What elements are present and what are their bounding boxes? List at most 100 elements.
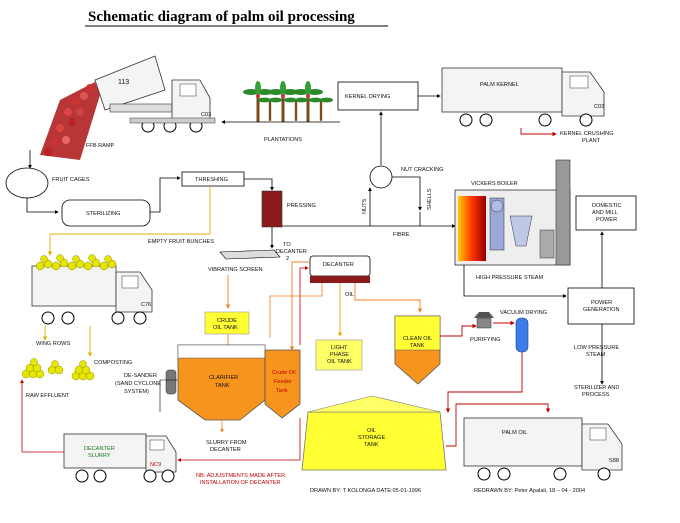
arrow-sterilizing-to-threshing <box>150 176 181 213</box>
label-kernel-crushing-1: KERNEL CRUSHING <box>560 131 614 137</box>
arrow-storage-to-palm-oil-truck <box>446 403 551 447</box>
label-desander-3: SYSTEM) <box>124 389 149 395</box>
clarifier-tank <box>177 344 266 421</box>
sterilizing-vessel <box>61 199 151 227</box>
label-vickers-boiler: VICKERS BOILER <box>471 181 518 187</box>
purifier-unit <box>474 312 494 329</box>
truck-number-s88: S88 <box>609 458 619 464</box>
label-sterilizer-process-1: STERILIZER AND <box>574 385 619 391</box>
label-desander-1: DE-SANDER <box>124 373 157 379</box>
label-nut-cracking: NUT CRACKING <box>401 167 443 173</box>
label-fibre: FIBRE <box>393 232 410 238</box>
oil-storage-roof <box>307 395 441 413</box>
truck-number-c03-left: C03 <box>201 112 211 118</box>
decanter-base <box>310 276 370 283</box>
arrow-kernel-to-crushing <box>520 128 557 137</box>
vibrating-screen <box>219 249 281 260</box>
label-light-phase-3: OIL TANK <box>327 359 352 365</box>
palm-kernel-truck: C03 <box>441 67 605 127</box>
label-purifying: PURIFYING <box>470 337 500 343</box>
label-low-pressure-2: STEAM <box>586 352 606 358</box>
palm-oil-truck: S88 <box>463 417 623 481</box>
light-phase-oil-tank <box>315 339 363 371</box>
label-wing-rows: WING ROWS <box>36 341 70 347</box>
arrow-feeder-to-decanter <box>299 266 309 345</box>
label-plantations: PLANTATIONS <box>264 137 302 143</box>
arrow-oil-to-clean-tank <box>354 283 423 313</box>
domestic-mill-power-box <box>575 195 637 231</box>
label-palm-kernel: PALM KERNEL <box>480 82 519 88</box>
fruit-cage-shape <box>5 167 49 199</box>
label-vibrating-screen: VIBRATING SCREEN <box>208 267 263 273</box>
label-pressing: PRESSING <box>287 203 316 209</box>
label-crude-feeder-2: Feeder <box>274 379 292 385</box>
line-clarifier-to-desander <box>159 379 178 412</box>
arrow-threshing-to-efb <box>47 186 211 256</box>
label-power-gen-2: GENERATION <box>583 307 620 313</box>
composting-piles <box>71 360 95 381</box>
label-oil: OIL <box>345 292 354 298</box>
kernel-drying-box <box>337 81 419 111</box>
label-crude-feeder-3: Tank <box>276 388 288 394</box>
label-nuts: NUTS <box>362 199 368 214</box>
arrow-threshing-to-pressing <box>244 178 274 191</box>
truck-number-c76: C76 <box>141 302 151 308</box>
arrow-feeder-to-slurry-truck <box>177 418 301 462</box>
arrow-steam-to-power <box>463 265 567 298</box>
label-note-2: INSTALLATION OF DECANTER <box>200 480 281 486</box>
vacuum-dryer <box>515 317 529 353</box>
label-raw-effluent: RAW EFFLUENT <box>26 393 70 399</box>
label-crude-oil-tank-2: OIL TANK <box>213 325 238 331</box>
label-decanter: DECANTER <box>323 262 354 268</box>
label-vacuum-drying: VACUUM DRYING <box>500 310 547 316</box>
label-oil-storage-2: STORAGE <box>358 435 386 441</box>
label-oil-storage-3: TANK <box>364 442 379 448</box>
label-kernel-crushing-2: PLANT <box>582 138 601 144</box>
wing-row-piles <box>21 358 64 379</box>
line-pressing-to-fibre <box>282 212 421 227</box>
label-slurry-1: SLURRY FROM <box>206 440 247 446</box>
arrow-cages-to-sterilizing <box>26 198 59 214</box>
label-clarifier-1: CLARIFIER <box>209 375 238 381</box>
label-high-pressure-steam: HIGH PRESSURE STEAM <box>476 275 543 281</box>
label-crude-feeder-1: Crude Oil <box>272 370 296 376</box>
label-to-decanter-2: DECANTER <box>276 249 307 255</box>
label-domestic-2: AND MILL <box>592 210 618 216</box>
diagram-title: Schematic diagram of palm oil processing <box>88 9 355 25</box>
power-generation-box <box>567 287 635 325</box>
truck-number-113: 113 <box>118 79 129 86</box>
label-desander-2: (SAND CYCLONE <box>115 381 161 387</box>
label-oil-storage-1: OIL <box>367 428 376 434</box>
label-decanter-slurry-1: DECANTER <box>84 446 115 452</box>
label-fruit-cages: FRUIT CAGES <box>52 177 90 183</box>
nut-cracking-wheel <box>369 165 393 189</box>
label-kernel-drying: KERNEL DRYING <box>345 94 390 100</box>
label-shells: SHELLS <box>427 188 433 210</box>
label-slurry-2: DECANTER <box>210 447 241 453</box>
desander-cyclone <box>165 369 177 395</box>
label-power-gen-1: POWER <box>591 300 612 306</box>
clean-oil-tank <box>394 315 441 385</box>
label-sterilizer-process-2: PROCESS <box>582 392 610 398</box>
label-to-decanter-1: TO <box>283 242 291 248</box>
label-note-1: NB: ADJUSTMENTS MADE AFTER <box>196 473 285 479</box>
label-to-decanter-3: 2 <box>286 256 289 262</box>
label-crude-oil-tank-1: CRUDE <box>217 318 237 324</box>
arrow-slurry-to-raw-effluent <box>20 379 64 453</box>
arrow-decanter-to-feeder <box>289 261 310 351</box>
label-empty-fruit-bunches: EMPTY FRUIT BUNCHES <box>148 239 214 245</box>
label-clarifier-2: TANK <box>215 383 230 389</box>
label-palm-oil: PALM OIL <box>502 430 527 436</box>
ffb-tipper-truck: 113 C03 <box>94 55 216 133</box>
label-composting: COMPOSTING <box>94 360 132 366</box>
arrow-clean-oil-to-purifier <box>440 323 477 337</box>
vickers-boiler <box>454 159 571 266</box>
line-decanter-to-clarifier <box>269 283 323 338</box>
label-ffb-ramp: FFB RAMP <box>86 143 115 149</box>
label-domestic-1: DOMESTIC <box>592 203 622 209</box>
truck-number-c03-right: C03 <box>594 104 604 110</box>
label-drawn-by: DRAWN BY: T KOLONGA DATE:05-01-1996 <box>310 488 421 494</box>
crude-oil-tank <box>204 311 250 335</box>
plantation-palm-trees <box>243 81 333 122</box>
